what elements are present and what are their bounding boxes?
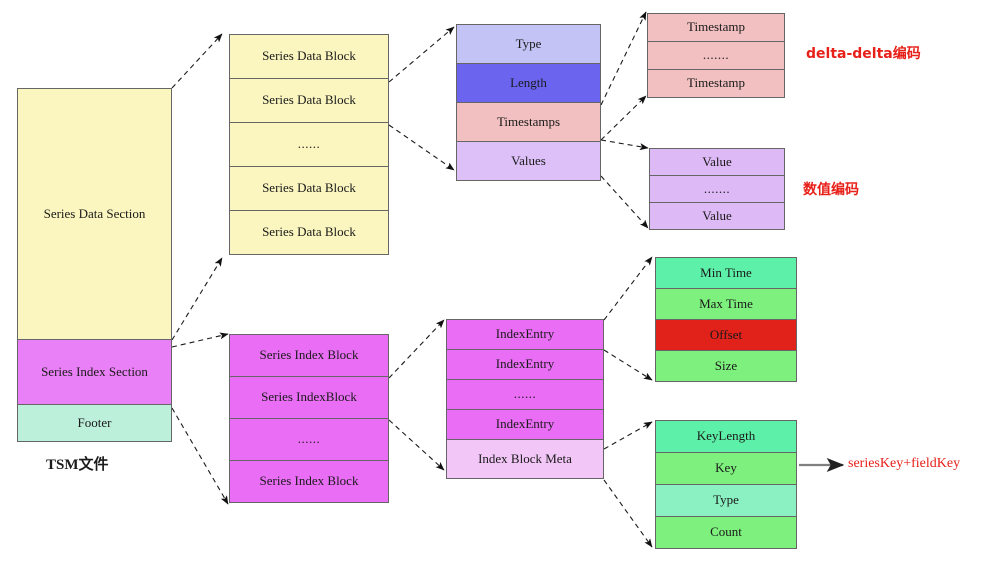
- index-entry-field-max-time[interactable]: Max Time: [655, 288, 797, 320]
- timestamps-detail-column: Timestamp ....... Timestamp: [647, 13, 785, 98]
- connector-values-bottom: [600, 175, 649, 229]
- annotation-series-key-field-key: seriesKey+fieldKey: [848, 456, 961, 471]
- data-block-row-values[interactable]: Values: [456, 141, 601, 181]
- tsm-row-series-index-section[interactable]: Series Index Section: [17, 339, 172, 405]
- index-block-meta-detail-column: KeyLength Key Type Count: [655, 420, 797, 550]
- data-block-row-timestamps[interactable]: Timestamps: [456, 102, 601, 142]
- series-data-block-column: Series Data Block Series Data Block ....…: [229, 34, 389, 258]
- index-entry-field-label: Offset: [709, 326, 743, 342]
- connector-datablock-bottom: [388, 124, 455, 171]
- series-data-block-label: Series Data Block: [262, 48, 356, 64]
- index-block-detail-column: IndexEntry IndexEntry ...... IndexEntry …: [446, 319, 604, 480]
- connector-timestamps-bottom: [600, 95, 647, 141]
- value-row[interactable]: Value: [649, 148, 785, 176]
- connector-indexblock-bottom: [388, 419, 445, 471]
- connector-meta-bottom: [603, 479, 653, 548]
- index-entry-label: IndexEntry: [495, 326, 555, 342]
- index-entry-field-offset[interactable]: Offset: [655, 319, 797, 351]
- timestamp-ellipsis-row: .......: [647, 41, 785, 70]
- index-entry-field-label: Size: [714, 357, 738, 373]
- connector-values-top: [600, 139, 649, 151]
- index-block-meta-row[interactable]: Index Block Meta: [446, 439, 604, 479]
- value-row-label: Value: [702, 207, 732, 223]
- series-index-block-row[interactable]: Series IndexBlock: [229, 376, 389, 419]
- tsm-row-series-data-section[interactable]: Series Data Section: [17, 88, 172, 340]
- index-entry-label: IndexEntry: [495, 356, 555, 372]
- values-detail-column: Value ....... Value: [649, 148, 785, 230]
- meta-field-label: KeyLength: [696, 428, 756, 444]
- value-row-label: Value: [702, 153, 732, 169]
- series-index-block-row[interactable]: Series Index Block: [229, 334, 389, 377]
- series-index-block-ellipsis-row: ......: [229, 418, 389, 461]
- timestamp-row-label: .......: [702, 47, 730, 63]
- tsm-file-column: Series Data Section Series Index Section…: [17, 88, 172, 443]
- index-entry-field-size[interactable]: Size: [655, 350, 797, 382]
- value-ellipsis-row: .......: [649, 175, 785, 203]
- connector-datablock-top: [388, 26, 455, 83]
- meta-field-key[interactable]: Key: [655, 452, 797, 485]
- series-index-block-row[interactable]: Series Index Block: [229, 460, 389, 503]
- meta-field-type[interactable]: Type: [655, 484, 797, 517]
- series-data-block-row[interactable]: Series Data Block: [229, 166, 389, 211]
- meta-field-keylength[interactable]: KeyLength: [655, 420, 797, 453]
- timestamp-row-label: Timestamp: [686, 19, 746, 35]
- connector-index-section-bottom: [171, 407, 229, 505]
- timestamp-row[interactable]: Timestamp: [647, 69, 785, 98]
- connector-indexentry-bottom: [603, 349, 653, 381]
- tsm-file-caption: TSM文件: [46, 457, 109, 473]
- connector-indexentry-top: [603, 256, 653, 321]
- data-block-row-length[interactable]: Length: [456, 63, 601, 103]
- tsm-row-label: Series Index Section: [41, 363, 148, 379]
- series-data-block-row[interactable]: Series Data Block: [229, 210, 389, 255]
- connector-data-section-bottom: [171, 257, 223, 341]
- value-row[interactable]: Value: [649, 202, 785, 230]
- index-entry-ellipsis-row: ......: [446, 379, 604, 410]
- series-data-block-label: ......: [297, 136, 321, 152]
- data-block-row-label: Values: [511, 152, 546, 168]
- timestamp-row[interactable]: Timestamp: [647, 13, 785, 42]
- series-data-block-row[interactable]: Series Data Block: [229, 78, 389, 123]
- series-data-block-row[interactable]: Series Data Block: [229, 34, 389, 79]
- series-data-block-label: Series Data Block: [262, 224, 356, 240]
- data-block-detail-column: Type Length Timestamps Values: [456, 24, 601, 181]
- series-data-block-ellipsis-row: ......: [229, 122, 389, 167]
- series-data-block-label: Series Data Block: [262, 180, 356, 196]
- index-entry-label: ......: [513, 386, 537, 402]
- index-entry-field-label: Min Time: [700, 264, 752, 280]
- data-block-row-label: Timestamps: [496, 113, 561, 129]
- connector-meta-top: [603, 421, 653, 450]
- value-row-label: .......: [703, 180, 731, 196]
- tsm-row-label: Footer: [77, 414, 112, 430]
- index-entry-row[interactable]: IndexEntry: [446, 349, 604, 380]
- tsm-row-footer[interactable]: Footer: [17, 404, 172, 442]
- index-entry-label: IndexEntry: [495, 416, 555, 432]
- connector-timestamps-top: [600, 11, 647, 106]
- meta-field-count[interactable]: Count: [655, 516, 797, 549]
- meta-field-label: Type: [713, 492, 739, 508]
- index-entry-field-min-time[interactable]: Min Time: [655, 257, 797, 289]
- connector-data-section-top: [171, 33, 223, 89]
- annotation-delta-delta: delta-delta编码: [806, 46, 921, 62]
- annotation-numeric-encoding: 数值编码: [803, 182, 859, 198]
- series-index-block-label: Series Index Block: [259, 347, 359, 363]
- index-entry-row[interactable]: IndexEntry: [446, 409, 604, 440]
- series-data-block-label: Series Data Block: [262, 92, 356, 108]
- meta-field-label: Key: [715, 460, 737, 476]
- series-index-block-label: Series Index Block: [259, 473, 359, 489]
- series-index-block-label: ......: [297, 431, 321, 447]
- data-block-row-label: Type: [515, 35, 542, 51]
- series-index-block-column: Series Index Block Series IndexBlock ...…: [229, 334, 389, 504]
- data-block-row-label: Length: [510, 74, 547, 90]
- meta-field-label: Count: [710, 524, 742, 540]
- index-entry-detail-column: Min Time Max Time Offset Size: [655, 257, 797, 383]
- connector-index-section-top: [171, 332, 229, 348]
- data-block-row-type[interactable]: Type: [456, 24, 601, 64]
- connector-indexblock-top: [388, 319, 445, 379]
- tsm-row-label: Series Data Section: [43, 205, 146, 221]
- index-block-meta-label: Index Block Meta: [478, 450, 572, 466]
- series-index-block-label: Series IndexBlock: [261, 389, 357, 405]
- timestamp-row-label: Timestamp: [686, 75, 746, 91]
- index-entry-row[interactable]: IndexEntry: [446, 319, 604, 350]
- index-entry-field-label: Max Time: [699, 295, 753, 311]
